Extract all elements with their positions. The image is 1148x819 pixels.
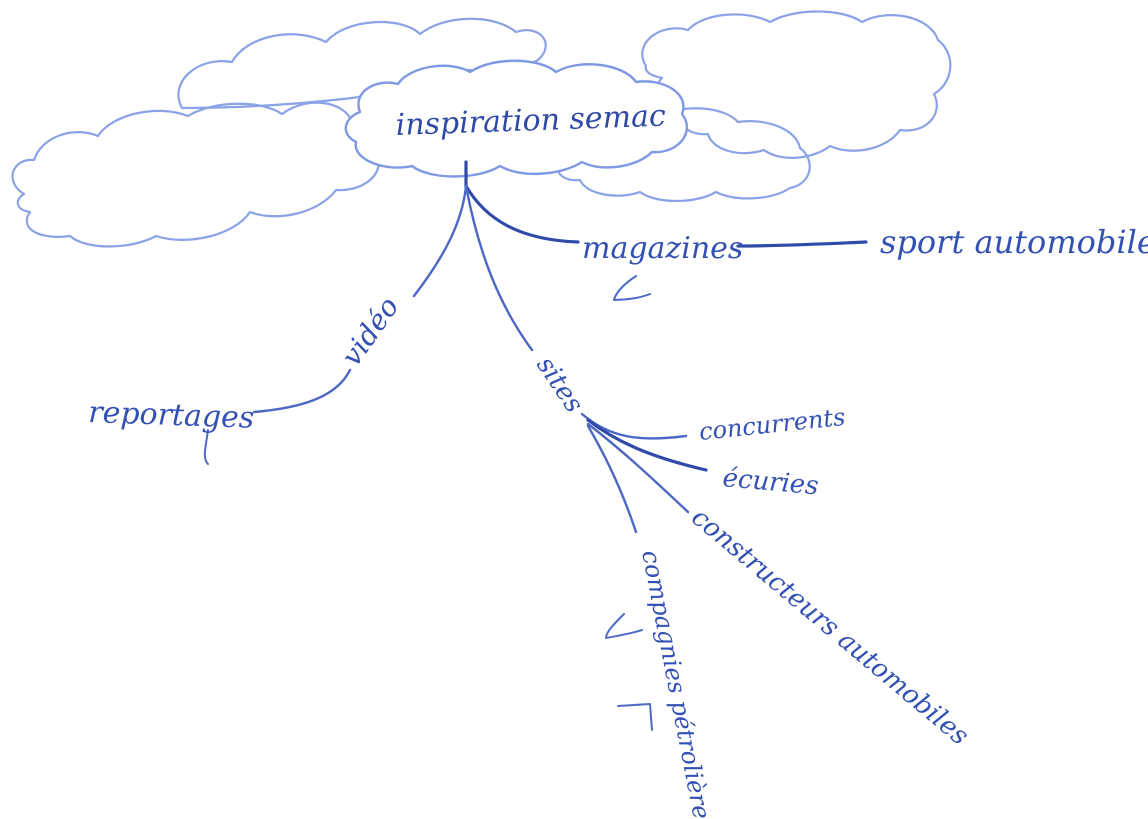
- sketch-marks: [203, 275, 653, 731]
- branch-line-magazines: [464, 184, 580, 244]
- branch-line-video: [412, 184, 468, 298]
- sport-automobile-label: sport automobile: [880, 223, 1148, 261]
- branch-line-sport: [736, 240, 868, 248]
- branch-line-ecuries: [586, 418, 708, 472]
- triangle-mark-magazines: [613, 275, 651, 301]
- cloud-left: [11, 101, 385, 248]
- compagnies-petrolieres-label: compagnies pétrolières: [636, 548, 718, 819]
- center-cloud: [344, 59, 689, 178]
- hook-mark-reportages: [203, 429, 209, 465]
- branch-line-sites: [464, 184, 534, 352]
- cloud-right: [641, 10, 952, 159]
- magazines-label: magazines: [582, 231, 743, 266]
- sites-label: sites: [530, 351, 589, 418]
- concurrents-label: concurrents: [698, 403, 847, 446]
- constructeurs-automobiles-label: constructeurs automobiles: [686, 502, 975, 751]
- branch-line-constructeurs: [586, 422, 690, 514]
- reportages-label: reportages: [88, 395, 255, 436]
- cloud-upper-left: [177, 17, 547, 110]
- video-label: vidéo: [335, 291, 406, 372]
- triangle-mark-compagnies: [605, 613, 643, 639]
- branch-line-compagnies: [586, 424, 638, 534]
- ecuries-label: écuries: [721, 463, 819, 501]
- branch-line-video-lower: [252, 368, 352, 414]
- branch-lines: [252, 160, 868, 534]
- bracket-mark-compagnies: [617, 703, 653, 731]
